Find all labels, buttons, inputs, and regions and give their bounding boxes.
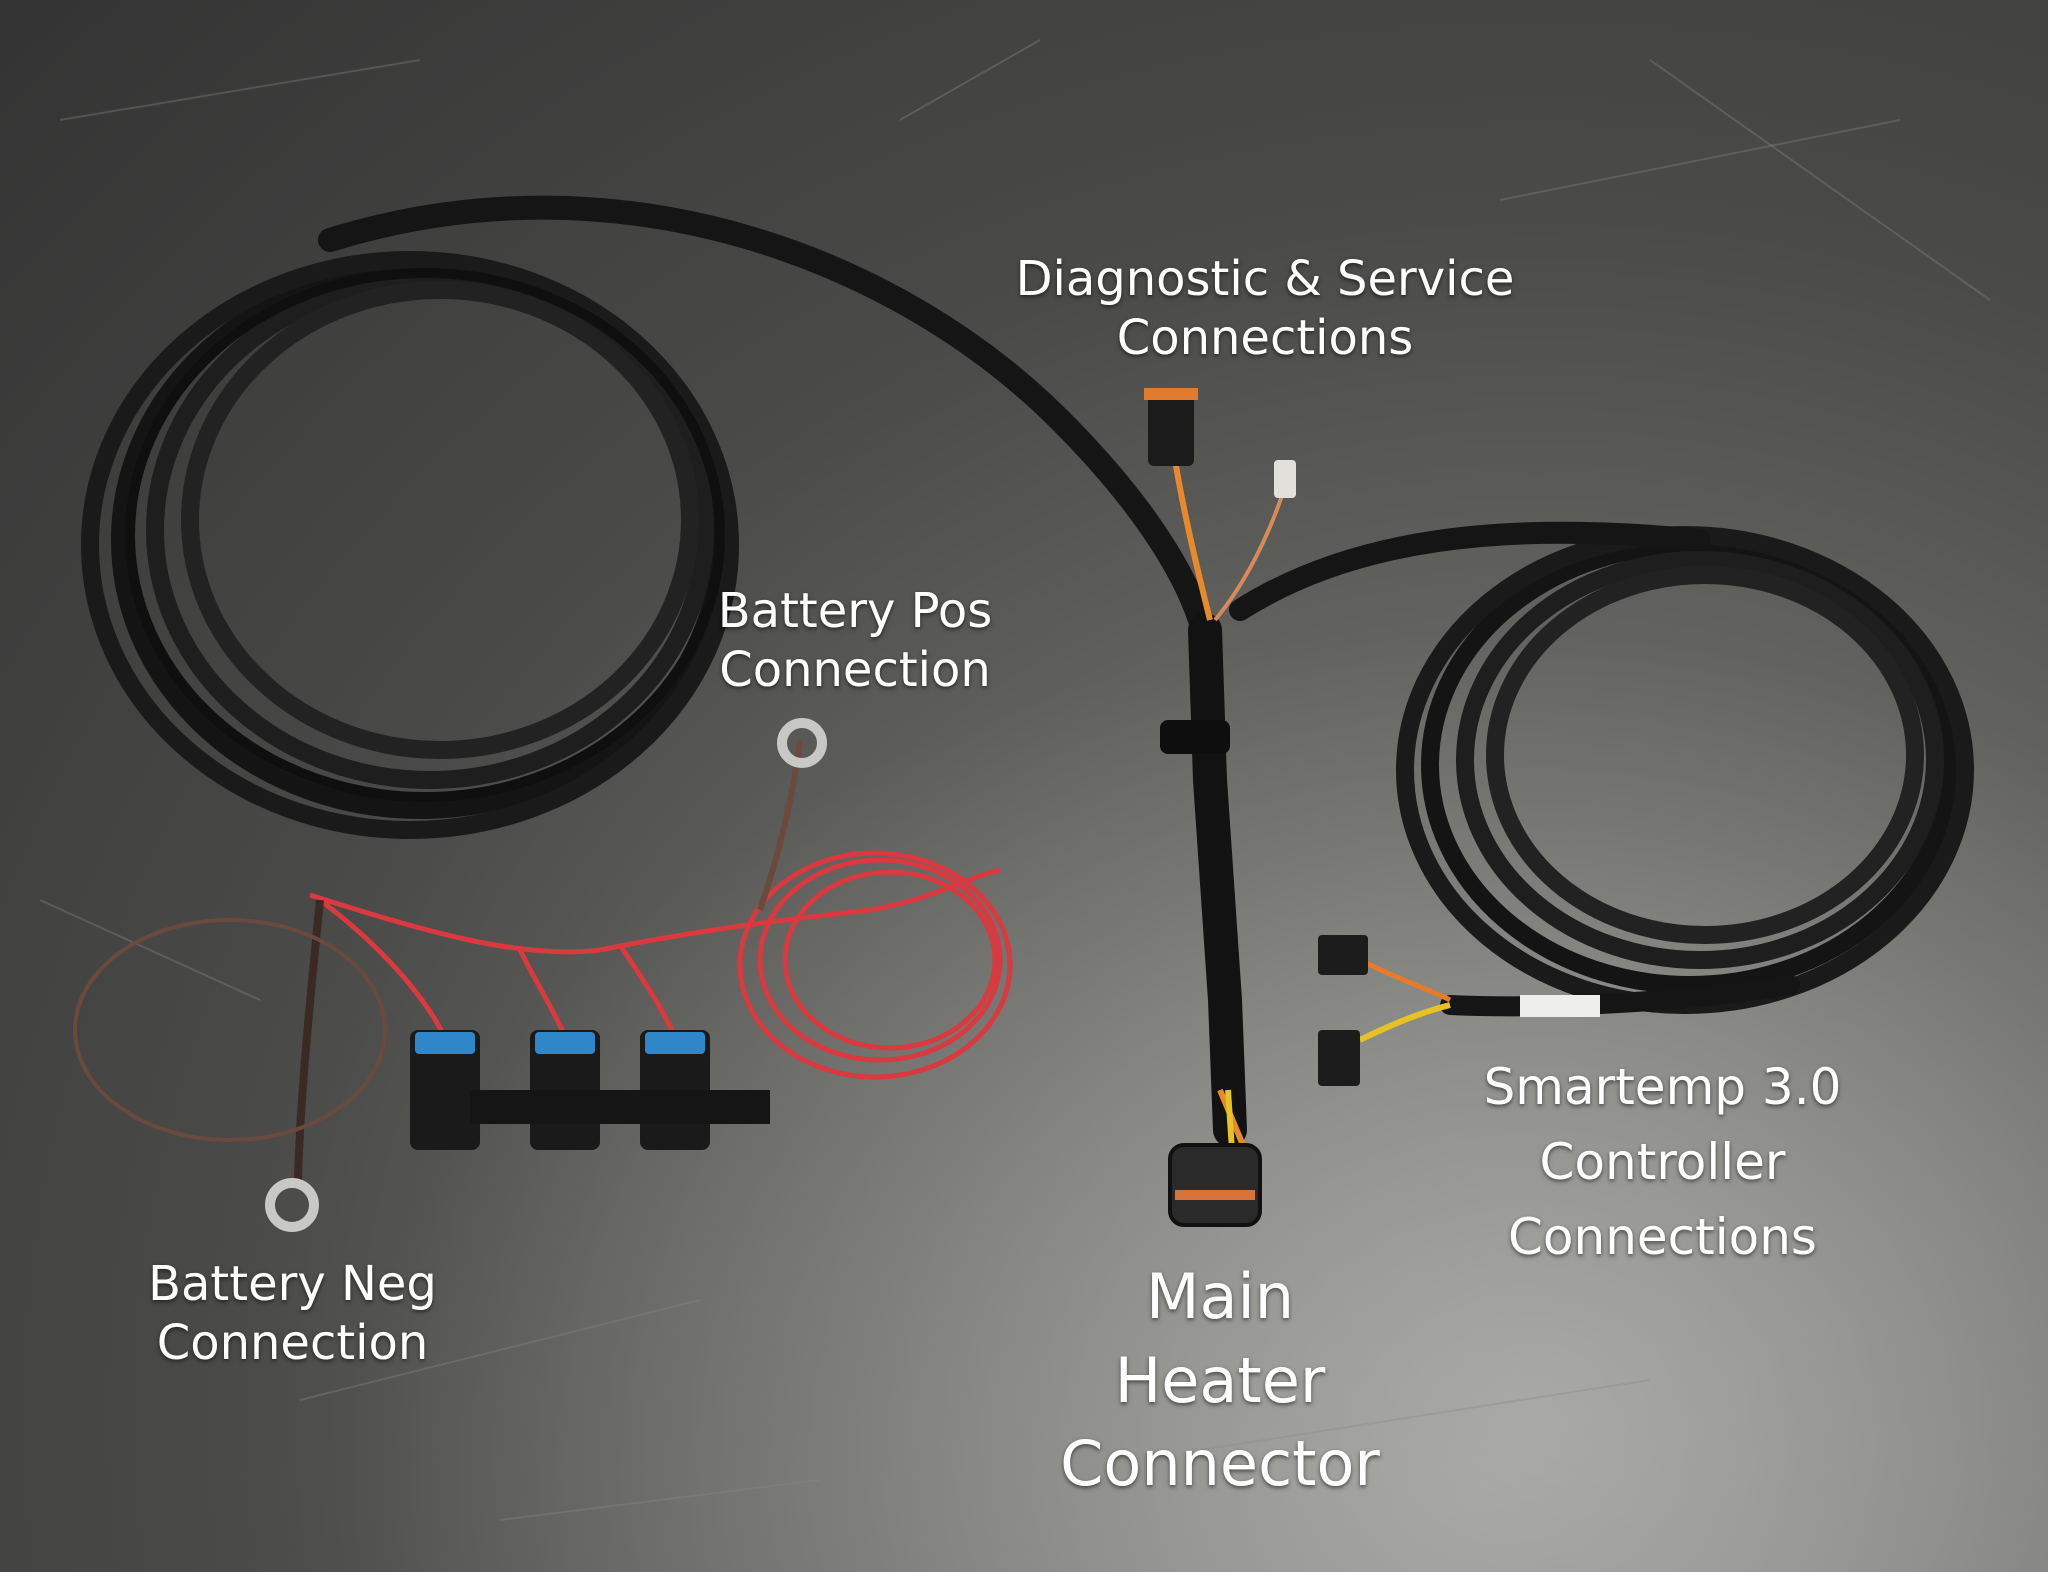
main-heater-drop <box>1188 613 1247 1147</box>
controller-connectors <box>1318 935 1600 1086</box>
battery-neg-terminal <box>73 899 387 1232</box>
label-line: Connector <box>1060 1427 1380 1501</box>
label-line: Smartemp 3.0 <box>1483 1058 1842 1116</box>
red-wire-loom <box>309 739 1013 1080</box>
label-line: Connections <box>1508 1208 1817 1266</box>
surface-scratches <box>39 39 1991 1521</box>
label-line: Main <box>1145 1260 1294 1333</box>
label-line: Connection <box>719 641 991 698</box>
label-main-heater: Main Heater Connector <box>1040 1255 1400 1506</box>
main-conduit <box>318 195 1212 632</box>
label-battery-neg: Battery Neg Connection <box>140 1255 445 1372</box>
label-line: Battery Pos <box>717 583 993 639</box>
label-line: Connections <box>1116 309 1414 366</box>
battery-pos-terminal <box>777 718 827 768</box>
right-conduit-lead <box>1229 521 1711 621</box>
label-line: Heater <box>1114 1343 1326 1417</box>
label-battery-pos: Battery Pos Connection <box>705 582 1005 699</box>
label-line: Controller <box>1539 1133 1786 1191</box>
main-heater-connector <box>1168 1088 1262 1227</box>
label-diagnostic-service: Diagnostic & Service Connections <box>1005 250 1525 367</box>
right-conduit-coil <box>1396 526 1974 1014</box>
label-line: Connection <box>156 1314 429 1371</box>
left-conduit-coil <box>81 251 739 839</box>
label-line: Battery Neg <box>148 1256 437 1312</box>
diagnostic-connectors <box>1144 388 1296 622</box>
grommet <box>1160 720 1230 754</box>
label-line: Diagnostic & Service <box>1015 251 1515 307</box>
label-smartemp-controller: Smartemp 3.0 Controller Connections <box>1460 1050 1865 1275</box>
controller-conduit-lead <box>1440 975 1800 1017</box>
fuse-holders <box>410 1030 770 1150</box>
